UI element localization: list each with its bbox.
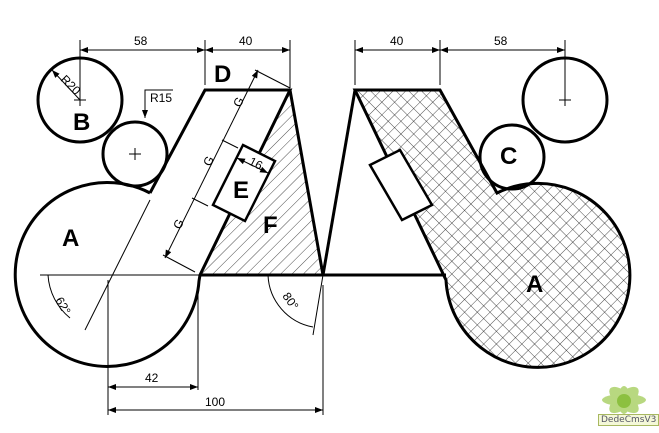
dim-40-left: 40 (239, 34, 253, 48)
left-figure (13, 40, 446, 415)
r20-leader (51, 69, 81, 101)
watermark-flower-logo (602, 386, 646, 414)
label-d: D (214, 61, 231, 88)
circle-c-right (478, 123, 546, 191)
angle-arc-80 (267, 274, 314, 328)
dim-58-right: 58 (494, 34, 508, 48)
label-b: B (73, 109, 90, 136)
angle-line-80 (312, 274, 324, 336)
dim-58-left: 58 (134, 34, 148, 48)
r15-leader (142, 89, 173, 118)
centre-mark-b-right (559, 40, 571, 106)
label-a-right: A (526, 271, 543, 298)
dim-100: 100 (205, 395, 225, 409)
dim-16-line (236, 157, 269, 174)
label-c: C (500, 143, 517, 170)
g-dimension-line (164, 69, 259, 259)
label-g-2: G (200, 154, 217, 169)
label-e: E (233, 177, 249, 204)
g-tick (191, 197, 209, 207)
label-a-left: A (62, 225, 79, 252)
centre-mark-c (129, 148, 141, 160)
region-cross-hatched (352, 88, 632, 369)
angle-80: 80° (280, 290, 302, 313)
watermark-text: DedeCmsV3 (598, 414, 659, 426)
label-f: F (263, 212, 278, 239)
g-tick (221, 139, 239, 149)
g-extension-line (162, 254, 196, 273)
dim-42: 42 (145, 371, 159, 385)
bottom-extension-lines (107, 280, 324, 415)
g-extension-line (254, 69, 291, 89)
angle-line-62 (84, 199, 151, 331)
rect-right (368, 148, 434, 222)
right-left-edge (321, 89, 357, 276)
right-figure (321, 40, 632, 369)
top-extension-lines (79, 40, 291, 95)
angle-arc-62 (47, 274, 71, 319)
angle-62: 62° (52, 295, 73, 318)
dim-r15: R15 (150, 91, 172, 105)
circle-a-left (13, 181, 202, 368)
dim-40-right: 40 (390, 34, 404, 48)
dim-16: 16 (247, 154, 266, 173)
